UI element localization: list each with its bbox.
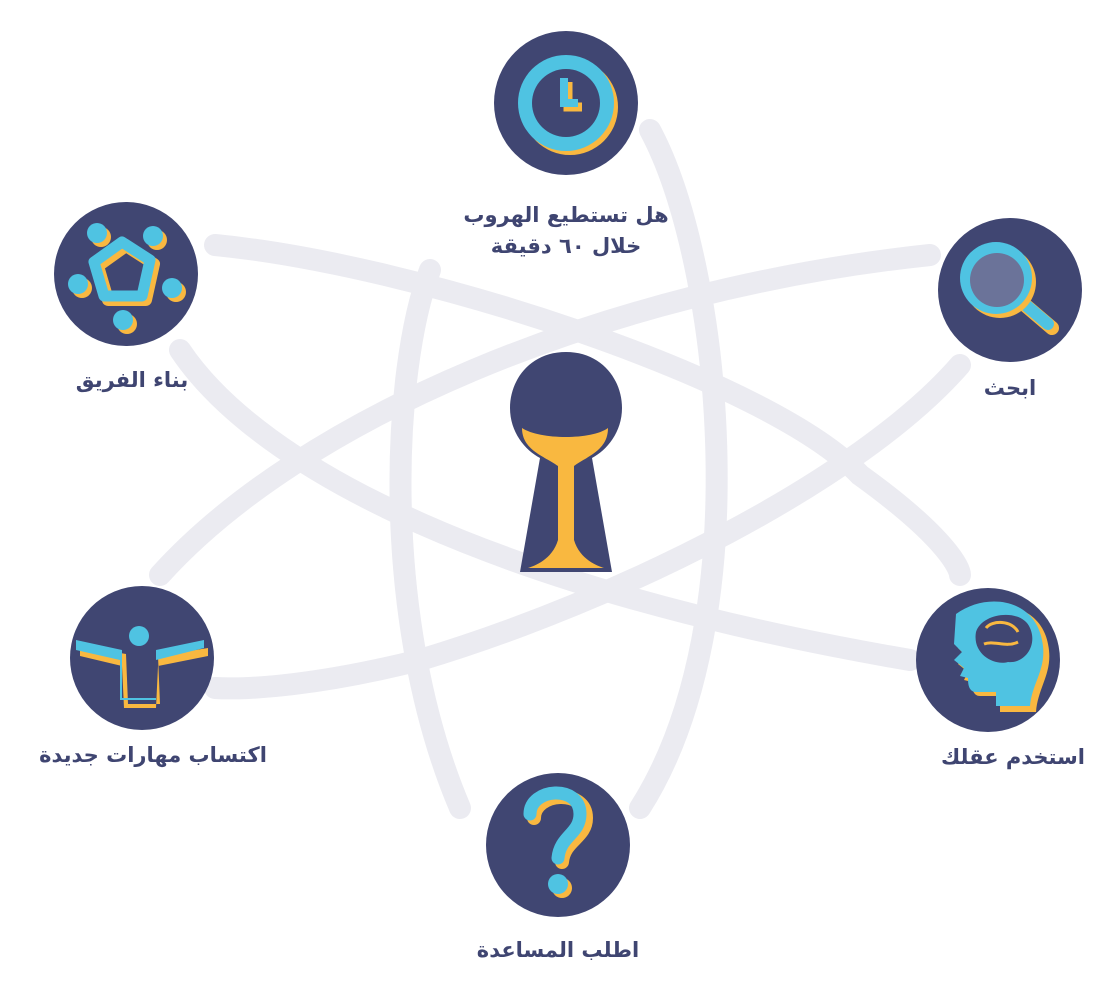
keyhole-hourglass-icon bbox=[510, 352, 622, 572]
clock-icon bbox=[518, 55, 618, 155]
label-top-line1: هل تستطيع الهروب bbox=[463, 203, 669, 227]
label-top-right: ابحث bbox=[983, 376, 1037, 400]
node-top bbox=[494, 31, 638, 175]
question-mark-icon bbox=[523, 786, 594, 898]
node-bottom-right bbox=[916, 588, 1060, 732]
label-top-left: بناء الفريق bbox=[75, 368, 189, 392]
node-top-right bbox=[938, 218, 1082, 362]
person-arms-open-icon bbox=[76, 626, 208, 708]
label-bottom-left: اكتساب مهارات جديدة bbox=[39, 743, 267, 767]
label-top: هل تستطيع الهروب خلال ٦٠ دقيقة bbox=[400, 200, 732, 262]
node-top-left bbox=[54, 202, 198, 346]
orbits bbox=[149, 119, 971, 819]
node-bottom-left bbox=[70, 586, 214, 730]
orbit-tilted-right bbox=[149, 244, 971, 700]
team-circle-icon bbox=[68, 223, 186, 334]
label-bottom: اطلب المساعدة bbox=[476, 938, 640, 962]
magnifier-icon bbox=[960, 242, 1059, 335]
label-top-line2: خلال ٦٠ دقيقة bbox=[490, 234, 642, 258]
label-bottom-right: استخدم عقلك bbox=[941, 745, 1085, 769]
orbit-tilted-left bbox=[169, 234, 971, 671]
brain-head-icon bbox=[954, 601, 1050, 712]
node-bottom bbox=[486, 773, 630, 917]
